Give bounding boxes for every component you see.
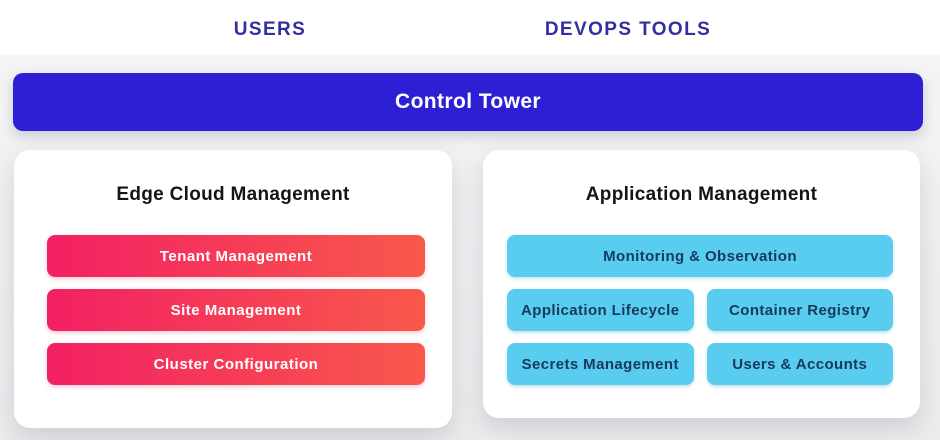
application-node-list: Monitoring & Observation Application Lif… [507, 235, 893, 385]
edge-cloud-management-card: Edge Cloud Management Tenant Management … [14, 150, 452, 428]
header-label-devops-tools: DEVOPS TOOLS [544, 19, 712, 40]
node-tenant-management: Tenant Management [47, 235, 425, 277]
node-users-accounts: Users & Accounts [706, 343, 893, 385]
node-secrets-management: Secrets Management [507, 343, 694, 385]
node-container-registry: Container Registry [706, 289, 893, 331]
control-tower-label: Control Tower [395, 90, 541, 113]
control-tower-bar: Control Tower [13, 73, 923, 131]
header-label-users: USERS [233, 19, 307, 40]
node-application-lifecycle: Application Lifecycle [507, 289, 694, 331]
application-management-title: Application Management [585, 184, 818, 205]
node-monitoring-observation: Monitoring & Observation [507, 235, 893, 277]
node-site-management: Site Management [47, 289, 425, 331]
application-node-grid: Application Lifecycle Container Registry… [507, 289, 893, 385]
edge-cloud-management-title: Edge Cloud Management [116, 184, 350, 205]
application-management-card: Application Management Monitoring & Obse… [483, 150, 920, 418]
node-cluster-configuration: Cluster Configuration [47, 343, 425, 385]
edge-cloud-node-list: Tenant Management Site Management Cluste… [47, 235, 425, 385]
